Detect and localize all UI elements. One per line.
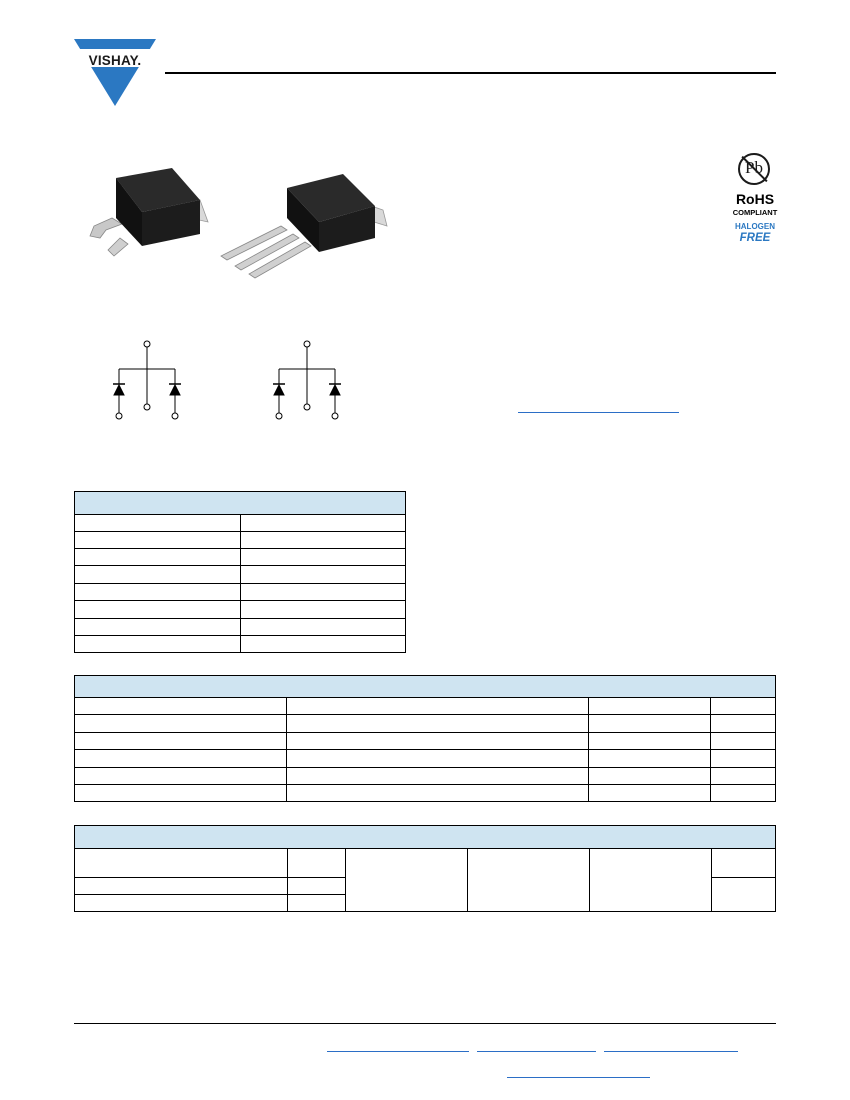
table-row bbox=[75, 531, 405, 532]
halogen-label: HALOGEN bbox=[735, 222, 775, 231]
footer-rule bbox=[74, 1023, 776, 1024]
diode-schematic-icon bbox=[273, 340, 341, 420]
rohs-label: RoHS bbox=[735, 191, 775, 207]
footer-link[interactable] bbox=[604, 1051, 738, 1052]
vishay-logo-icon bbox=[74, 39, 156, 106]
table-row bbox=[75, 784, 775, 785]
product-summary-table bbox=[74, 491, 406, 653]
table-row bbox=[75, 618, 405, 619]
header-rule bbox=[165, 72, 776, 74]
table-header bbox=[75, 492, 405, 515]
rohs-compliant-label: COMPLIANT bbox=[732, 208, 778, 217]
d2pak-package-icon bbox=[89, 168, 209, 257]
table-header bbox=[75, 826, 775, 849]
diode-schematic-icon bbox=[113, 340, 181, 420]
pb-free-icon bbox=[738, 153, 770, 185]
table-row bbox=[75, 635, 405, 636]
table-header bbox=[75, 676, 775, 698]
voltage-ratings-table bbox=[74, 825, 776, 912]
table-row bbox=[75, 749, 775, 750]
footer-link[interactable] bbox=[327, 1051, 469, 1052]
vishay-logo-text: VISHAY. bbox=[88, 53, 142, 68]
halogen-free-label: FREE bbox=[739, 232, 771, 244]
document-link[interactable] bbox=[518, 412, 679, 413]
footer-link[interactable] bbox=[507, 1077, 650, 1078]
table-row bbox=[75, 732, 775, 733]
ratings-table bbox=[74, 675, 776, 802]
table-row bbox=[75, 583, 405, 584]
table-row bbox=[75, 767, 775, 768]
footer-link[interactable] bbox=[477, 1051, 596, 1052]
table-row bbox=[75, 714, 775, 715]
to-262-package-icon bbox=[220, 174, 388, 279]
table-row bbox=[75, 565, 405, 566]
table-row bbox=[75, 548, 405, 549]
table-row bbox=[75, 600, 405, 601]
